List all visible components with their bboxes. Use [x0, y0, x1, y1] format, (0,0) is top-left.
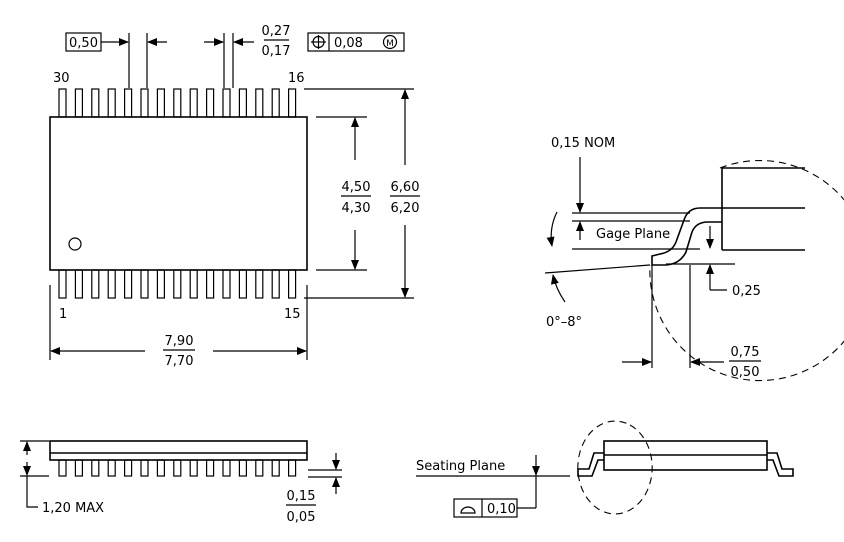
height-max: 1,20 MAX: [42, 501, 104, 516]
lead: [107, 459, 116, 477]
pin-label-bottom-right: 15: [284, 307, 301, 322]
lead: [107, 269, 116, 299]
lead: [91, 269, 100, 299]
lead: [173, 269, 182, 299]
lead-angle: 0°–8°: [546, 315, 582, 330]
position-tolerance-frame: 0,08 M: [307, 32, 405, 52]
lead: [58, 459, 67, 477]
lead: [255, 459, 264, 477]
pin-label-top-right: 16: [288, 71, 305, 86]
bottom-leads: [58, 269, 297, 299]
lead: [271, 459, 280, 477]
top-view: 30 16 1 15 0,50 0,27 0,17 0,08: [49, 24, 420, 369]
lead: [140, 88, 149, 118]
body-width-min: 4,30: [342, 201, 371, 216]
package-body: [49, 116, 308, 271]
lead: [173, 88, 182, 118]
standoff-max: 0,15: [287, 489, 316, 504]
overall-width-max: 6,60: [391, 180, 420, 195]
lead: [206, 269, 215, 299]
position-icon: [311, 35, 326, 49]
lead: [189, 88, 198, 118]
seating-plane-label: Seating Plane: [416, 459, 505, 474]
gage-height: 0,25: [732, 284, 761, 299]
lead: [107, 88, 116, 118]
standoff-min: 0,05: [287, 510, 316, 525]
lead: [222, 459, 231, 477]
lead: [156, 269, 165, 299]
mmc-icon: [382, 34, 398, 50]
body-width-max: 4,50: [342, 180, 371, 195]
mmc-letter: M: [386, 39, 394, 49]
pitch-value: 0,50: [69, 36, 98, 51]
body-length-max: 7,90: [165, 334, 194, 349]
lead: [58, 88, 67, 118]
lead: [74, 269, 84, 299]
lead: [123, 88, 133, 118]
lead: [156, 459, 165, 477]
lead: [74, 459, 84, 477]
lead: [123, 269, 133, 299]
pin-label-bottom-left: 1: [59, 307, 67, 322]
detail-circle: [649, 160, 844, 381]
body-length-min: 7,70: [165, 354, 194, 369]
gage-plane-label: Gage Plane: [596, 227, 670, 242]
seating-view: Seating Plane 0,10: [416, 420, 794, 518]
lead: [156, 88, 165, 118]
pin1-marker: [68, 237, 82, 251]
lead: [140, 459, 149, 477]
lead-thickness: 0,15 NOM: [551, 136, 615, 151]
lead: [173, 459, 182, 477]
side-view: 1,20 MAX 0,15 0,05: [20, 440, 342, 525]
overall-width-min: 6,20: [391, 201, 420, 216]
lead: [222, 269, 231, 299]
lead: [288, 88, 297, 118]
lead-width-min: 0,17: [262, 44, 291, 59]
lead-width-max: 0,27: [262, 24, 291, 39]
detail-view: 0,15 NOM Gage Plane 0,25 0°–8° 0,75 0,50: [544, 136, 844, 381]
lead: [222, 88, 231, 118]
lead: [288, 269, 297, 299]
lead: [206, 459, 215, 477]
side-leads: [58, 459, 297, 477]
lead: [238, 88, 247, 118]
top-leads: [58, 88, 297, 118]
lead: [238, 269, 247, 299]
lead: [238, 459, 247, 477]
lead: [271, 88, 280, 118]
lead: [255, 269, 264, 299]
lead: [91, 459, 100, 477]
profile-surface-icon: [460, 506, 476, 514]
lead: [74, 88, 84, 118]
lead: [206, 88, 215, 118]
flatness-value: 0,10: [487, 502, 516, 517]
lead: [123, 459, 133, 477]
lead: [255, 88, 264, 118]
lead: [58, 269, 67, 299]
lead: [189, 459, 198, 477]
lead: [288, 459, 297, 477]
lead: [271, 269, 280, 299]
lead: [189, 269, 198, 299]
side-body: [49, 440, 308, 461]
foot-length-min: 0,50: [731, 365, 760, 380]
foot-length-max: 0,75: [731, 345, 760, 360]
lead: [140, 269, 149, 299]
pin-label-top-left: 30: [53, 71, 70, 86]
lead: [91, 88, 100, 118]
position-tolerance-value: 0,08: [334, 36, 363, 51]
